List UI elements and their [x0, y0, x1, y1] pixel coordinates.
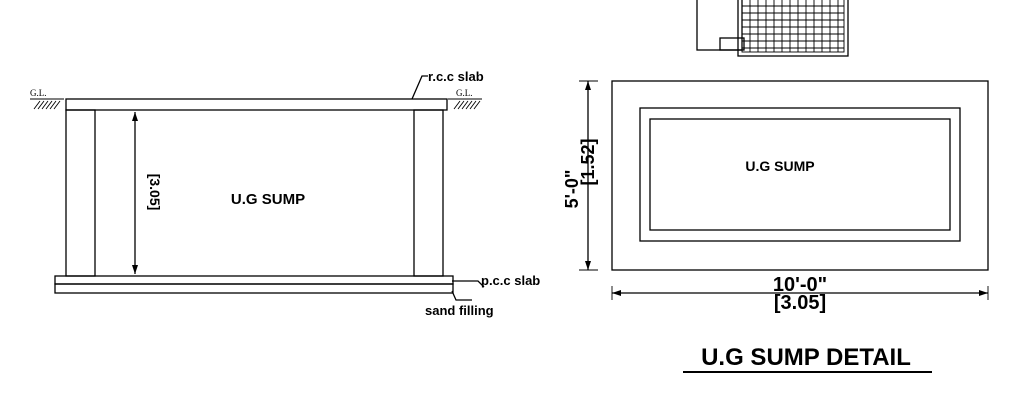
depth-dimension-label: [3.05]: [147, 174, 163, 211]
width-dimension: 5'-0" [1.52]: [562, 80, 598, 271]
length-dimension-imperial: 10'-0": [773, 274, 827, 296]
depth-dimension: [3.05]: [132, 112, 163, 274]
ground-level-left-label: G.L.: [30, 88, 47, 98]
ground-level-left: G.L.: [30, 88, 64, 110]
pcc-slab: [54, 275, 454, 285]
drawing-title: U.G SUMP DETAIL: [683, 344, 932, 373]
pcc-slab-label: p.c.c slab: [481, 273, 540, 288]
sand-filling-leader: sand filling: [425, 290, 494, 318]
plan-inner-ledge: [649, 118, 951, 231]
top-partial-detail: [696, 0, 849, 57]
plan-sump-label: U.G SUMP: [745, 158, 814, 174]
plan-view: U.G SUMP 5'-0" [1.52] 10'-0" [3.05]: [562, 80, 989, 314]
length-dimension: 10'-0" [3.05]: [611, 274, 989, 314]
width-dimension-imperial: 5'-0": [562, 170, 582, 209]
section-sump-label: U.G SUMP: [231, 191, 305, 208]
top-grid: [742, 0, 844, 52]
rcc-slab: [65, 98, 448, 111]
ground-level-right-label: G.L.: [456, 88, 473, 98]
section-view: G.L. G.L. [3.05] U.G SUMP r.c.c slab: [30, 69, 540, 318]
sand-filling: [54, 283, 454, 294]
ground-level-right: G.L.: [448, 88, 482, 110]
length-dimension-metric: [3.05]: [774, 292, 826, 314]
plan-wall-inner: [639, 107, 961, 242]
section-wall-left: [65, 109, 96, 277]
section-wall-right: [413, 109, 444, 277]
sand-filling-label: sand filling: [425, 303, 494, 318]
pcc-slab-leader: p.c.c slab: [452, 273, 540, 288]
rcc-slab-leader: r.c.c slab: [411, 69, 484, 100]
width-dimension-metric: [1.52]: [578, 138, 598, 185]
rcc-slab-label: r.c.c slab: [428, 69, 484, 84]
drawing-title-text: U.G SUMP DETAIL: [701, 344, 911, 371]
plan-wall-outer: [611, 80, 989, 271]
